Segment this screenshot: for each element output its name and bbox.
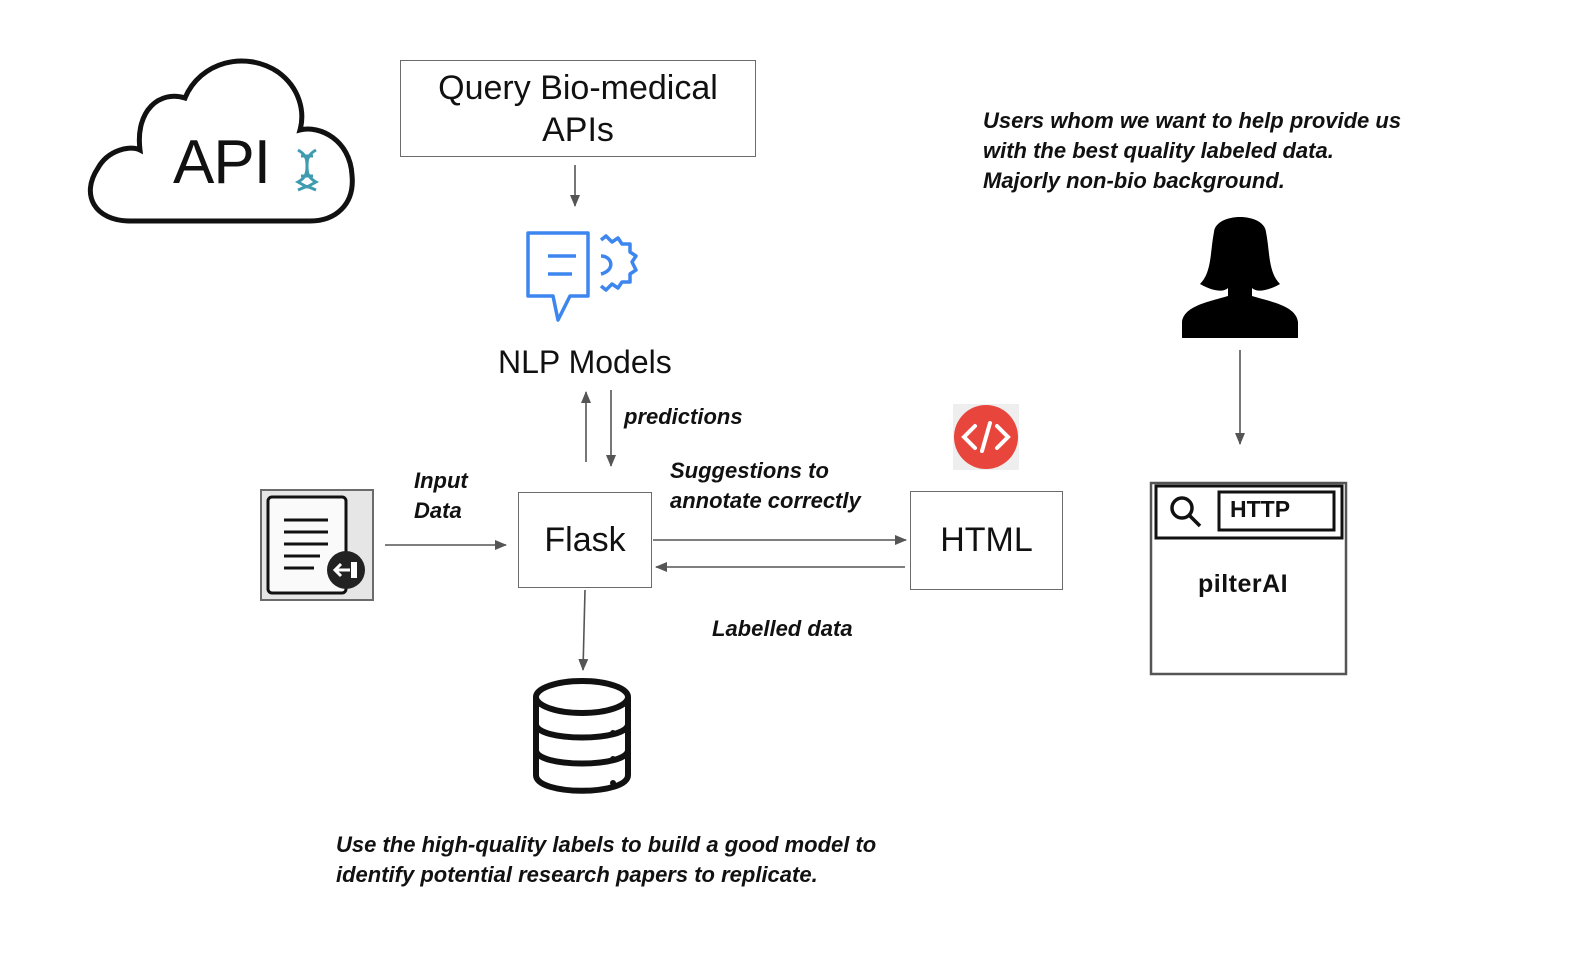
browser-address-text: HTTP xyxy=(1230,496,1291,522)
query-apis-box: Query Bio-medical APIs xyxy=(400,60,756,157)
suggestions-line1: Suggestions to xyxy=(670,458,829,483)
flask-label: Flask xyxy=(544,520,626,559)
suggestions-label: Suggestions to annotate correctly xyxy=(670,456,861,516)
database-icon xyxy=(533,678,631,794)
document-input-icon xyxy=(260,489,374,601)
users-note-line1: Users whom we want to help provide us xyxy=(983,108,1402,133)
nlp-models-label: NLP Models xyxy=(498,344,672,380)
input-data-line2: Data xyxy=(414,498,462,523)
predictions-label: predictions xyxy=(624,404,743,429)
browser-window-icon xyxy=(1149,481,1348,676)
html-label: HTML xyxy=(940,521,1033,559)
use-note-line2: identify potential research papers to re… xyxy=(336,862,818,887)
html-box: HTML xyxy=(910,491,1063,590)
code-icon xyxy=(953,404,1019,470)
users-note-line2: with the best quality labeled data. xyxy=(983,138,1334,163)
suggestions-line2: annotate correctly xyxy=(670,488,861,513)
nlp-model-icon xyxy=(526,231,638,322)
use-note-line1: Use the high-quality labels to build a g… xyxy=(336,832,877,857)
labelled-data-label: Labelled data xyxy=(712,616,853,641)
users-note: Users whom we want to help provide us wi… xyxy=(983,106,1401,196)
query-line2: APIs xyxy=(542,110,614,149)
cloud-api-icon xyxy=(87,58,355,224)
search-icon xyxy=(1170,496,1202,528)
browser-brand-text: pilterAI xyxy=(1198,570,1289,598)
use-note: Use the high-quality labels to build a g… xyxy=(336,830,876,890)
flask-box: Flask xyxy=(518,492,652,588)
api-logo-text: API xyxy=(173,128,271,197)
arrow-flask-to-db xyxy=(578,589,589,671)
users-note-line3: Majorly non-bio background. xyxy=(983,168,1285,193)
dna-icon xyxy=(294,148,320,192)
query-line1: Query Bio-medical xyxy=(438,68,718,107)
input-data-line1: Input xyxy=(414,468,468,493)
user-icon xyxy=(1182,217,1298,338)
input-data-label: Input Data xyxy=(414,466,468,526)
